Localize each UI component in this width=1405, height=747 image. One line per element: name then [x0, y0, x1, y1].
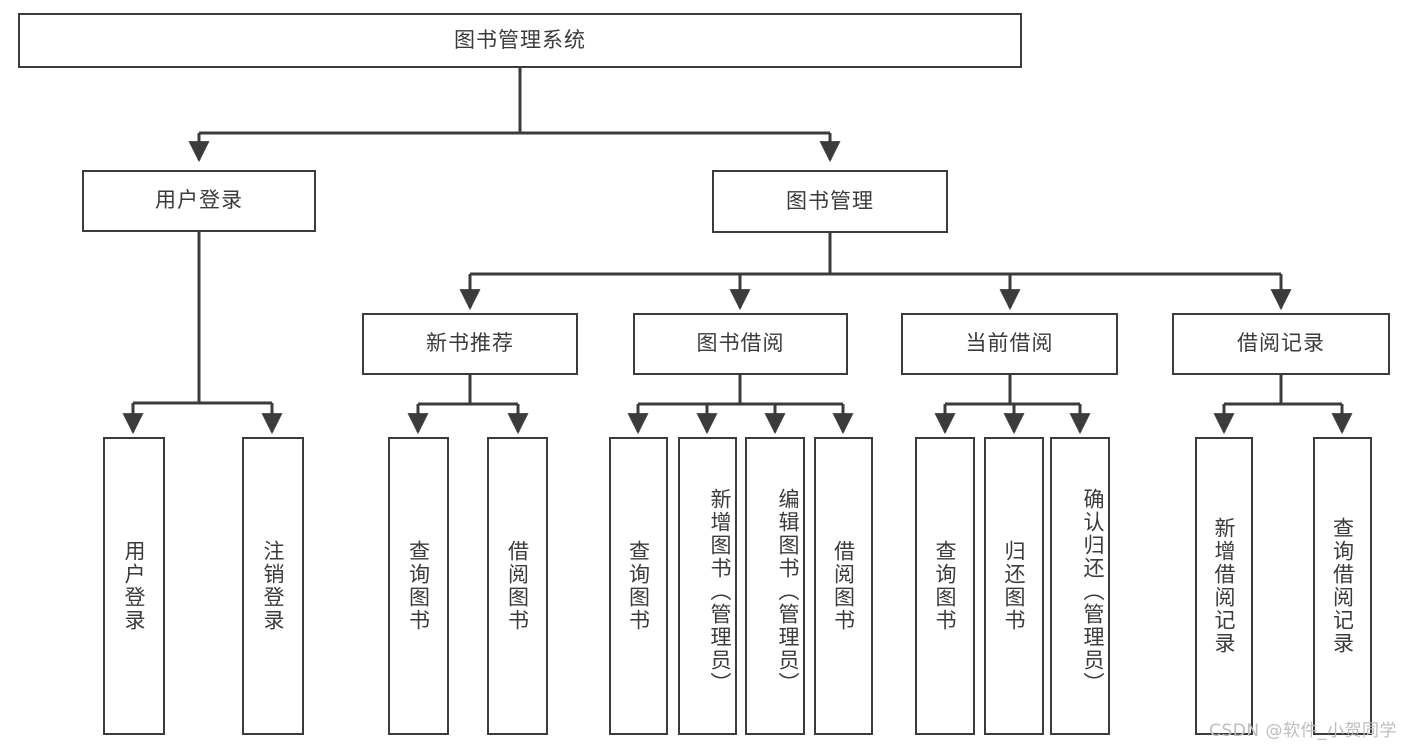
leaf-borrow-book-label: 借阅图书 — [831, 540, 856, 632]
node-new-book-recommend[interactable]: 新书推荐 — [362, 313, 578, 375]
leaf-confirm-return-admin[interactable]: 确认归还（管理员） — [1050, 437, 1110, 735]
node-current-borrow-label: 当前借阅 — [965, 331, 1054, 356]
node-current-borrow[interactable]: 当前借阅 — [901, 313, 1118, 375]
node-book-manage[interactable]: 图书管理 — [712, 170, 948, 233]
leaf-query-borrow-record[interactable]: 查询借阅记录 — [1313, 437, 1372, 735]
leaf-logout-login[interactable]: 注销登录 — [242, 437, 304, 735]
node-user-login-label: 用户登录 — [155, 188, 243, 213]
leaf-borrow-book[interactable]: 借阅图书 — [814, 437, 873, 735]
leaf-borrow-book-rec-label: 借阅图书 — [505, 540, 530, 632]
leaf-borrow-book-rec[interactable]: 借阅图书 — [487, 437, 548, 735]
node-book-manage-label: 图书管理 — [786, 188, 874, 213]
node-root-label: 图书管理系统 — [454, 27, 586, 52]
node-user-login[interactable]: 用户登录 — [82, 170, 316, 232]
node-book-borrow-label: 图书借阅 — [696, 331, 785, 356]
leaf-add-book-admin[interactable]: 新增图书（管理员） — [678, 437, 737, 735]
leaf-return-book-label: 归还图书 — [1002, 540, 1026, 632]
leaf-user-login[interactable]: 用户登录 — [103, 437, 165, 735]
leaf-query-book-rec-label: 查询图书 — [406, 540, 431, 632]
leaf-query-book-current[interactable]: 查询图书 — [915, 437, 975, 735]
leaf-query-book-current-label: 查询图书 — [933, 540, 957, 632]
node-borrow-record-label: 借阅记录 — [1237, 331, 1325, 356]
leaf-user-login-label: 用户登录 — [122, 540, 146, 632]
leaf-edit-book-admin-label: 编辑图书（管理员） — [776, 487, 800, 695]
leaf-confirm-return-admin-label: 确认归还（管理员） — [1081, 487, 1105, 695]
leaf-query-book-borrow-label: 查询图书 — [626, 540, 651, 632]
leaf-return-book[interactable]: 归还图书 — [984, 437, 1044, 735]
node-borrow-record[interactable]: 借阅记录 — [1172, 313, 1390, 375]
leaf-query-borrow-record-label: 查询借阅记录 — [1330, 517, 1355, 655]
leaf-edit-book-admin[interactable]: 编辑图书（管理员） — [745, 437, 805, 735]
leaf-add-book-admin-label: 新增图书（管理员） — [708, 487, 732, 695]
leaf-add-borrow-record-label: 新增借阅记录 — [1212, 517, 1236, 655]
leaf-add-borrow-record[interactable]: 新增借阅记录 — [1195, 437, 1253, 735]
node-book-borrow[interactable]: 图书借阅 — [633, 313, 848, 375]
node-new-book-recommend-label: 新书推荐 — [426, 331, 514, 356]
node-root[interactable]: 图书管理系统 — [18, 13, 1022, 68]
leaf-logout-login-label: 注销登录 — [261, 540, 285, 632]
leaf-query-book-rec[interactable]: 查询图书 — [388, 437, 449, 735]
leaf-query-book-borrow[interactable]: 查询图书 — [609, 437, 668, 735]
